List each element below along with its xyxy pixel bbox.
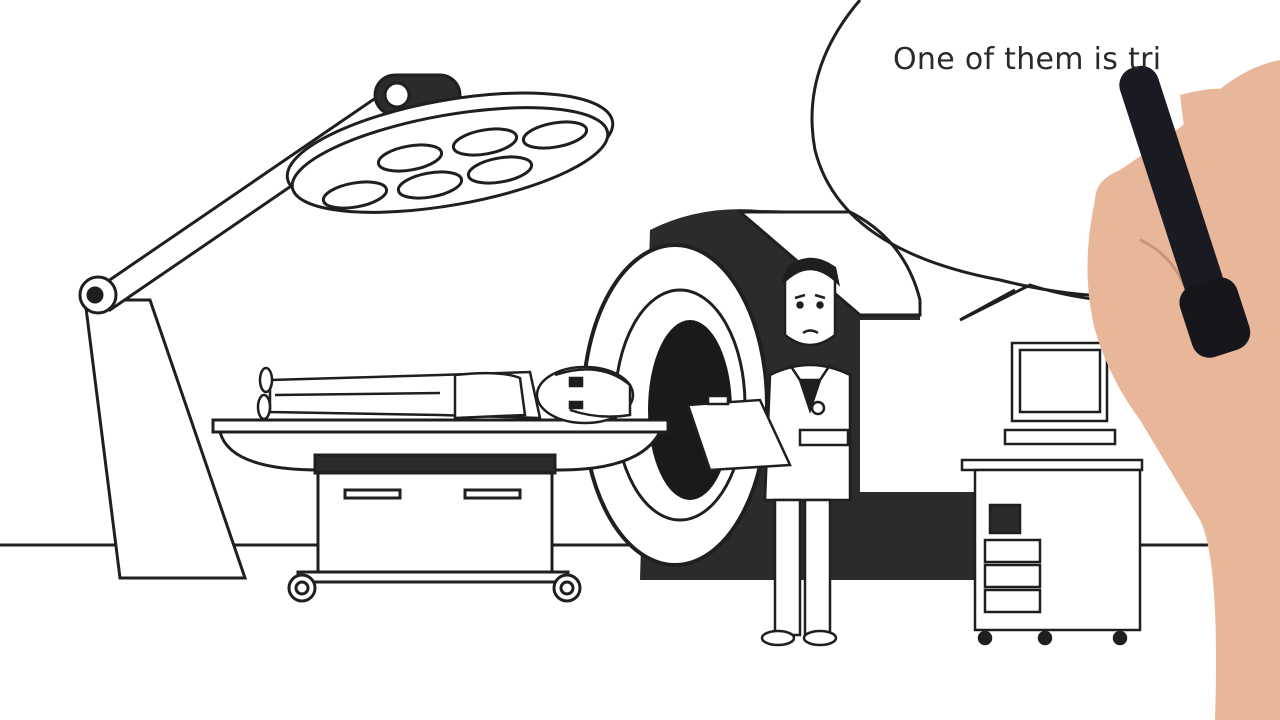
- speech-bubble-text: One of them is tri: [893, 42, 1162, 77]
- hand-with-marker: [1087, 60, 1280, 720]
- speech-bubble: [810, 0, 1141, 322]
- computer-desk: [960, 341, 1144, 646]
- patient-bed: [211, 418, 670, 603]
- patient: [256, 365, 635, 425]
- surgical-lamp: [78, 73, 615, 580]
- doctor: [686, 257, 852, 647]
